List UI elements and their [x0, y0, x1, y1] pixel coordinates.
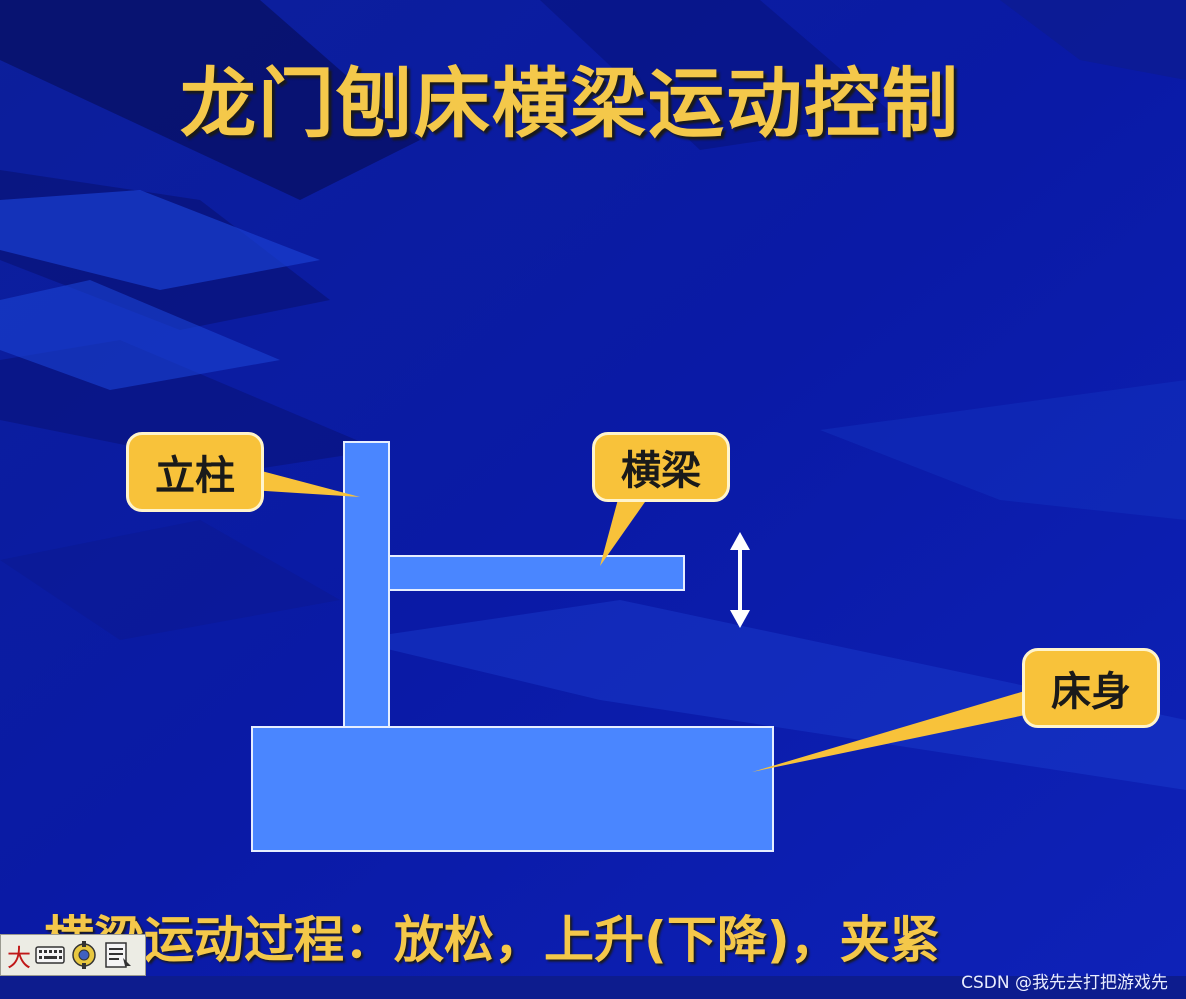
column-part — [343, 441, 390, 731]
double-vertical-arrow-icon — [730, 532, 750, 628]
bed-callout: 床身 — [1022, 648, 1160, 728]
keyboard-icon[interactable] — [35, 940, 65, 970]
slide-title: 龙门刨床横梁运动控制 — [180, 59, 960, 148]
crossbeam-part — [388, 555, 685, 591]
menu-icon[interactable] — [103, 940, 133, 970]
column-callout: 立柱 — [126, 432, 264, 512]
watermark: CSDN @我先去打把游戏先 — [961, 973, 1168, 993]
settings-icon[interactable] — [69, 940, 99, 970]
bottom-strip — [0, 976, 1186, 999]
crossbeam-callout: 横梁 — [592, 432, 730, 502]
ime-size-toggle[interactable]: 大 — [7, 943, 31, 972]
ime-toolbar[interactable]: 大 — [0, 934, 146, 976]
bed-part — [251, 726, 774, 852]
process-description: 横梁运动过程：放松，上升(下降)，夹紧 — [44, 911, 940, 969]
